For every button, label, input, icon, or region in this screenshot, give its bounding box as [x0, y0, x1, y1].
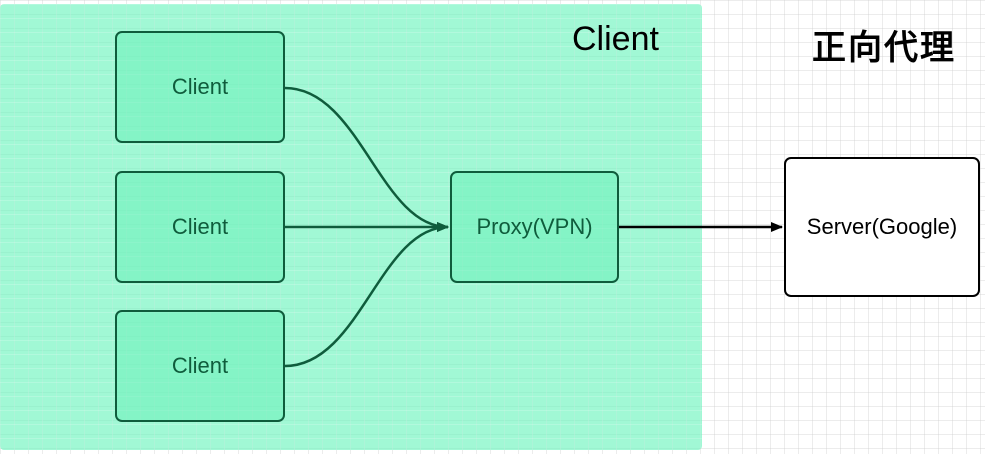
server-node[interactable]: Server(Google) [784, 157, 980, 297]
proxy-node[interactable]: Proxy(VPN) [450, 171, 619, 283]
server-node-label: Server(Google) [806, 214, 958, 239]
client-region-label: Client [572, 20, 659, 58]
diagram-title: 正向代理 [812, 28, 956, 68]
client-node-3[interactable]: Client [115, 310, 285, 422]
client-node-2[interactable]: Client [115, 171, 285, 283]
client-node-1-label: Client [171, 74, 229, 99]
client-node-3-label: Client [171, 353, 229, 378]
edge-client1-proxy [284, 86, 449, 232]
proxy-node-label: Proxy(VPN) [476, 214, 593, 239]
client-node-2-label: Client [171, 214, 229, 239]
client-node-1[interactable]: Client [115, 31, 285, 143]
edge-client3-proxy [284, 222, 449, 368]
